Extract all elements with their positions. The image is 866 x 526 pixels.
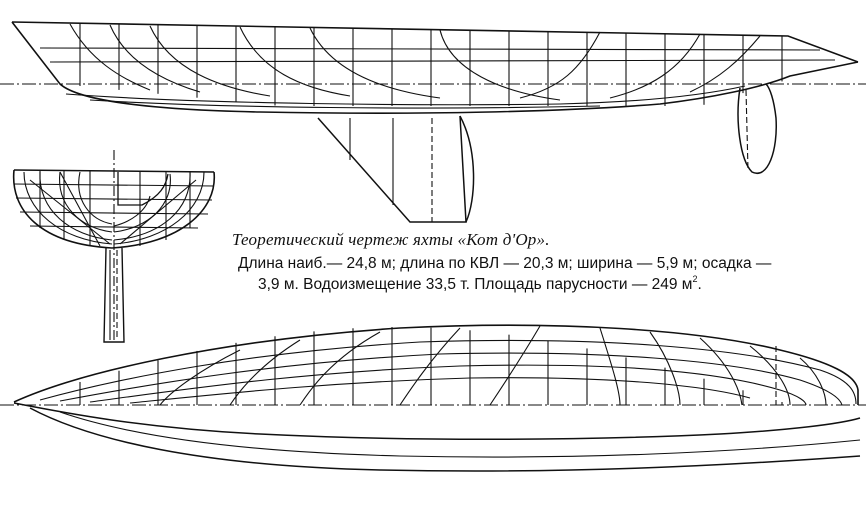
plan-station-lines xyxy=(80,327,782,405)
profile-station-lines xyxy=(80,23,782,106)
half-breadth-view xyxy=(0,325,866,471)
specs-line-2-end: . xyxy=(697,276,702,293)
body-plan-view xyxy=(14,150,215,342)
specs-line-2-sup: 2 xyxy=(692,274,698,284)
specs-line-2-text: 3,9 м. Водоизмещение 33,5 т. Площадь пар… xyxy=(258,276,693,293)
profile-view xyxy=(0,22,866,222)
specs-line-2: 3,9 м. Водоизмещение 33,5 т. Площадь пар… xyxy=(258,274,702,294)
specs-line-1: Длина наиб.— 24,8 м; длина по КВЛ — 20,3… xyxy=(238,255,772,272)
drawing-title: Теоретический чертеж яхты «Кот д'Ор». xyxy=(232,230,550,249)
